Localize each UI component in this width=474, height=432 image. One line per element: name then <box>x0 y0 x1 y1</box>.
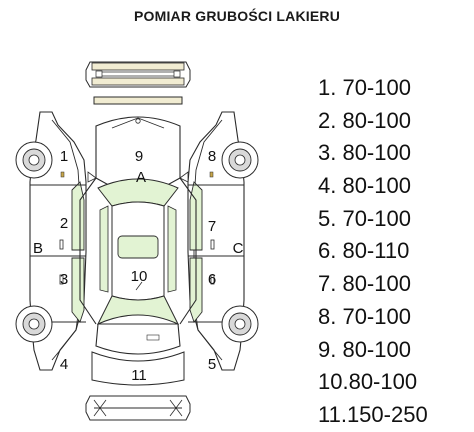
rear-bumper <box>85 395 191 421</box>
measurement-legend: 1. 70-100 2. 80-100 3. 80-100 4. 80-100 … <box>318 72 428 432</box>
measurement-item: 6. 80-110 <box>318 238 410 264</box>
measurement-item: 4. 80-100 <box>318 173 411 199</box>
panel-number-3: 3 <box>60 271 68 288</box>
left-side-view <box>15 111 87 371</box>
panel-number-8: 8 <box>208 148 216 165</box>
panel-number-11: 11 <box>131 367 147 384</box>
measurement-item: 10.80-100 <box>318 369 418 395</box>
top-view <box>79 116 197 386</box>
panel-number-6: 6 <box>208 271 216 288</box>
side-label-front: A <box>136 169 146 186</box>
measurement-item: 8. 70-100 <box>318 303 411 329</box>
measurement-item: 1. 70-100 <box>318 75 411 100</box>
panel-number-1: 1 <box>60 148 68 165</box>
panel-number-9: 9 <box>135 148 143 165</box>
right-side-view <box>187 111 259 371</box>
measurement-item: 2. 80-100 <box>318 107 411 133</box>
left-front-wheel <box>15 141 53 179</box>
measurement-item: 11.150-250 <box>318 401 428 427</box>
panel-number-4: 4 <box>60 356 68 373</box>
right-rear-wheel <box>221 305 259 343</box>
measurement-item: 9. 80-100 <box>318 336 411 362</box>
right-front-wheel <box>221 141 259 179</box>
panel-number-2: 2 <box>60 215 68 232</box>
panel-number-7: 7 <box>208 218 216 235</box>
panel-number-10: 10 <box>131 268 148 285</box>
measurement-item: 7. 80-100 <box>318 271 411 297</box>
panel-number-5: 5 <box>208 356 216 373</box>
side-label-right: C <box>233 240 244 257</box>
front-bumper <box>85 61 191 105</box>
side-label-left: B <box>33 240 43 257</box>
measurement-item: 5. 70-100 <box>318 205 411 231</box>
page-title: POMIAR GRUBOŚCI LAKIERU <box>133 8 341 24</box>
left-rear-wheel <box>15 305 53 343</box>
car-diagram: 1 2 3 4 5 6 7 8 9 10 11 A B C <box>15 61 259 421</box>
measurement-item: 3. 80-100 <box>318 140 411 166</box>
